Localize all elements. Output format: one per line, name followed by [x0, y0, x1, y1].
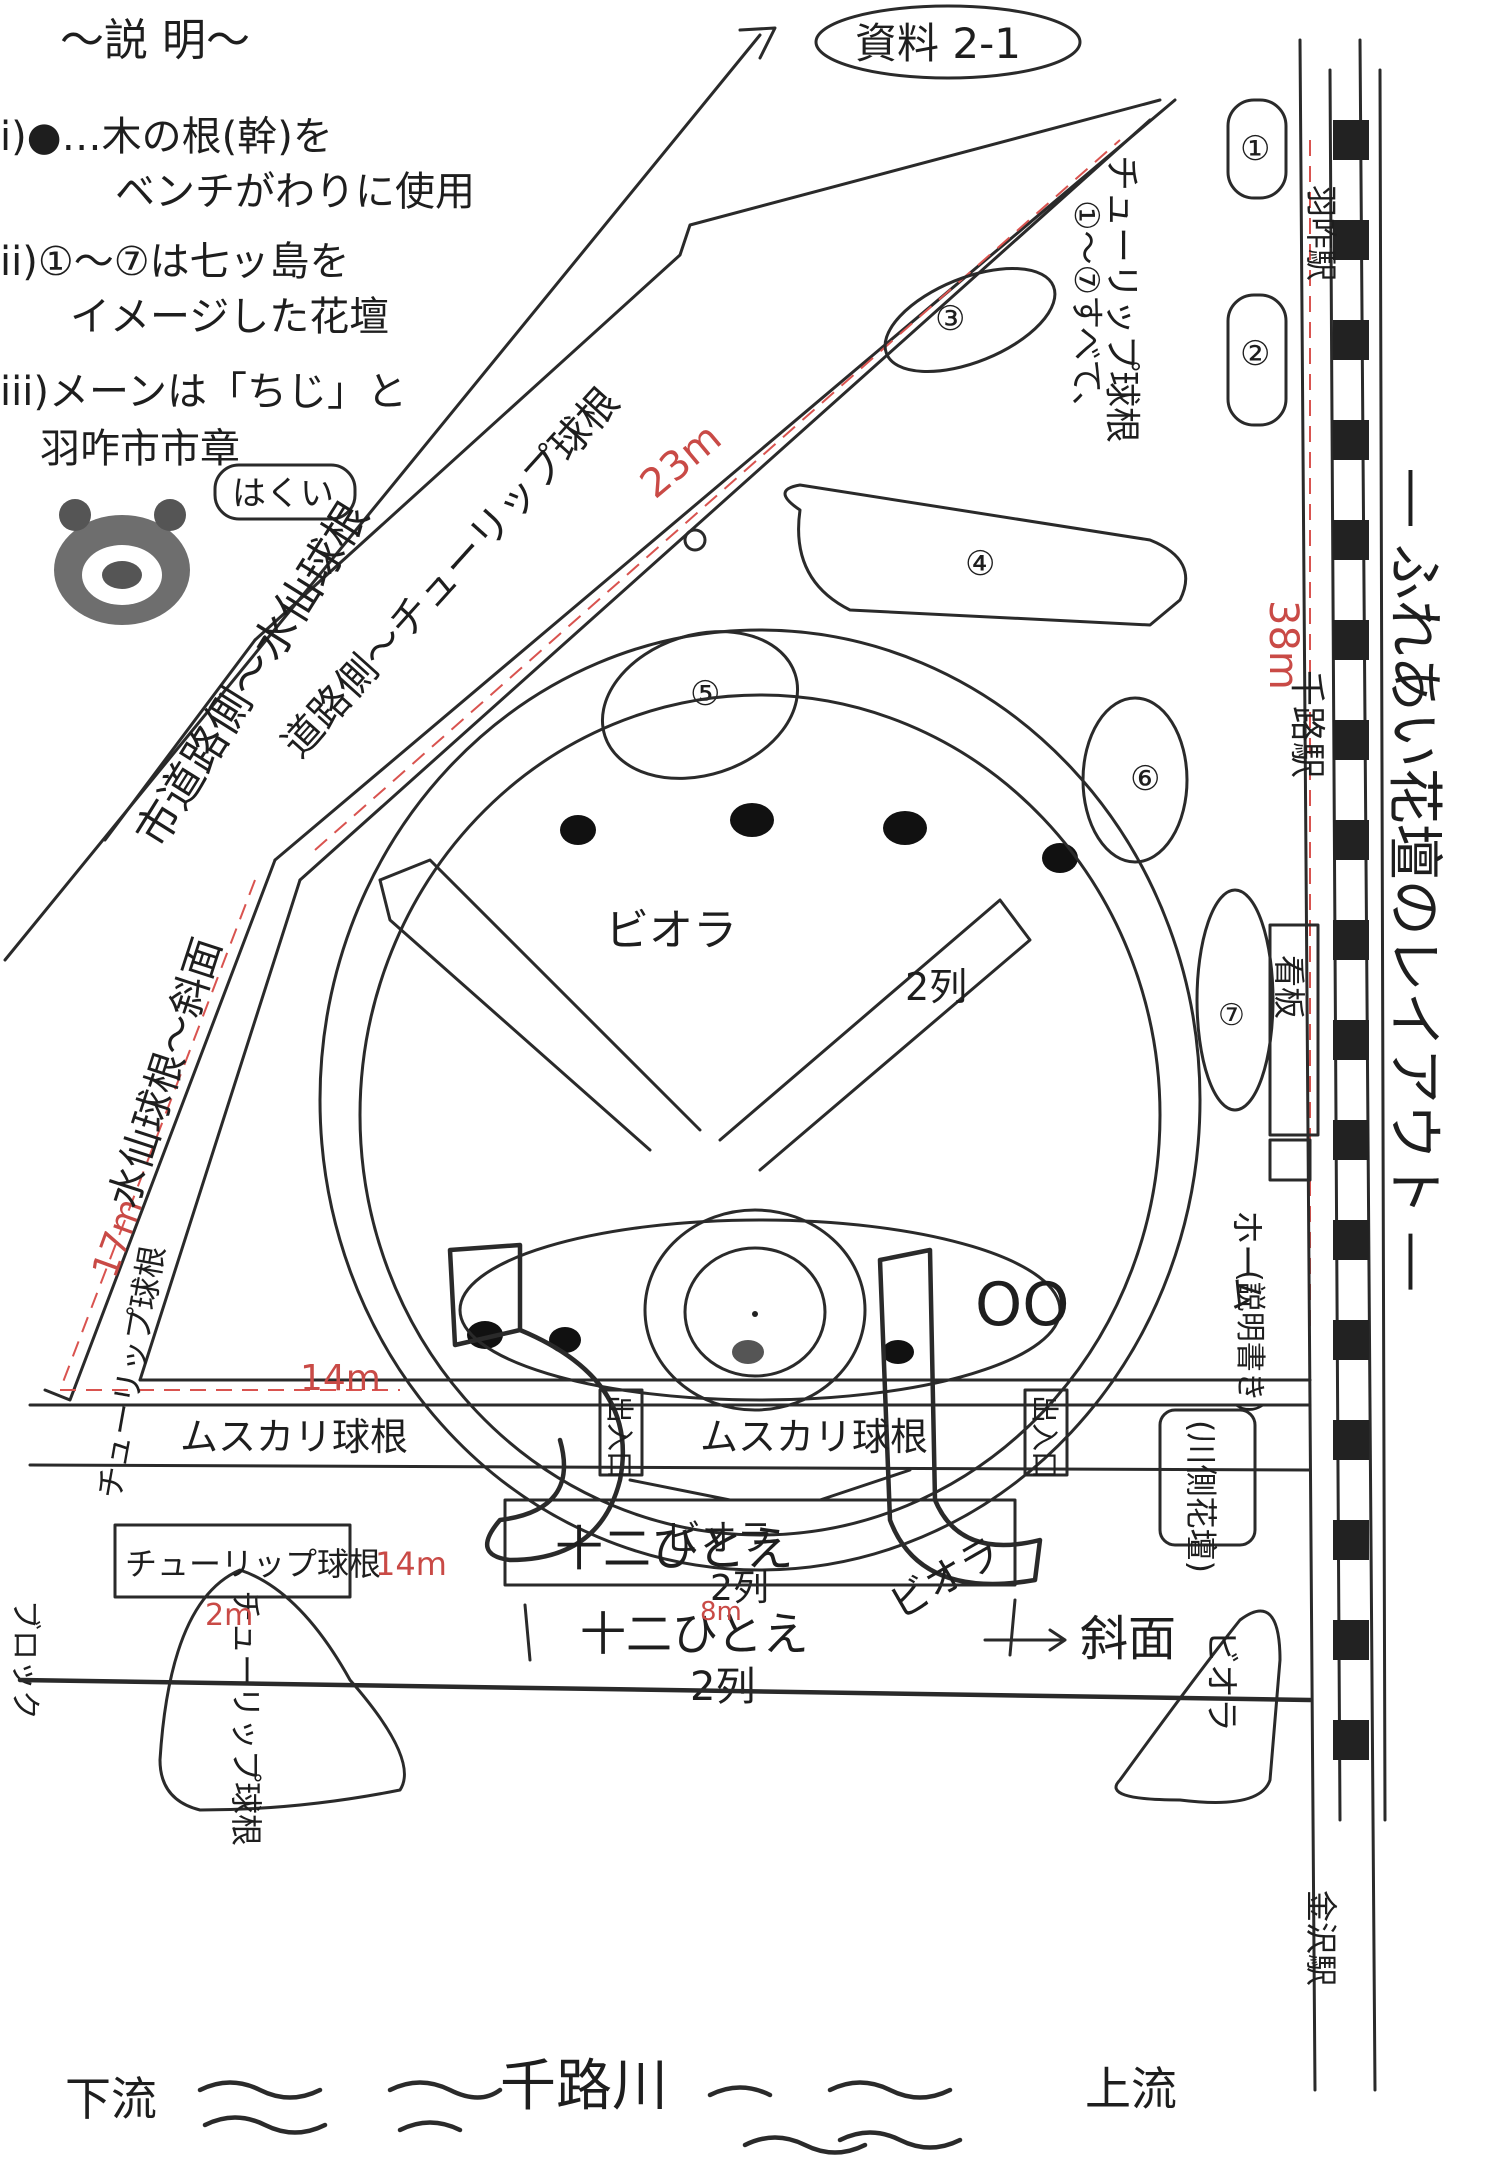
- viola-top: ビオラ: [605, 905, 737, 956]
- tulip-bulbs-box: [113, 1523, 352, 1599]
- svg-text:チューリップ球根: チューリップ球根: [227, 1590, 265, 1846]
- slope-boundary-top: [273, 98, 1177, 862]
- bank-line: [17, 1677, 1313, 1703]
- m14-label: 14m: [300, 1358, 381, 1399]
- viola-top-rows: 2列: [905, 965, 967, 1009]
- muscari-bed-1: ムスカリ球根: [180, 1415, 408, 1459]
- chiji-station: 千路駅: [1286, 670, 1327, 778]
- dakuten: OO: [975, 1270, 1069, 1340]
- entrance-2-box: [1023, 1388, 1069, 1477]
- svg-text:ビオラ: ビオラ: [1201, 1630, 1241, 1732]
- tulip-note-1: ①〜⑦すべて、: [1066, 200, 1106, 426]
- river-wave-icons: [197, 2080, 963, 2155]
- slope-inner-top: [298, 118, 1152, 882]
- bed-5: ⑤: [600, 630, 800, 780]
- note-ii: ii)①〜⑦は七ッ島を: [0, 239, 350, 285]
- juni-bed-1-box: [503, 1498, 1017, 1587]
- m2-label: 2m: [205, 1598, 253, 1633]
- right-corner-bed: ビオラ: [1114, 1609, 1282, 1804]
- tulip-bulbs-label: チューリップ球根: [125, 1545, 381, 1583]
- road-inner-line-2: [253, 98, 1162, 642]
- railway-ties: [1333, 120, 1369, 1760]
- arrow-left: [628, 1478, 732, 1502]
- hakui-box: [213, 463, 357, 521]
- block-label: ブロック: [7, 1600, 42, 1720]
- river-bed: (川側花壇): [1182, 1420, 1220, 1573]
- doc-label: 資料 2-1: [855, 19, 1021, 68]
- upstream-label: 上流: [1085, 2062, 1177, 2116]
- measure-23m-line: [314, 139, 1121, 851]
- road-inner-line-1: [103, 638, 257, 842]
- juni-bed-2-frame: [523, 1598, 1017, 1662]
- slope-inner-left: [138, 878, 302, 1382]
- bed-3: ③: [883, 266, 1057, 374]
- signboard-box: [1268, 923, 1320, 1137]
- note-i-cont: ベンチがわりに使用: [115, 169, 475, 215]
- left-corner-bed: チューリップ球根: [158, 1568, 406, 1846]
- city-emblem-icon: [54, 499, 190, 625]
- viola-mid-rows: 2列: [710, 1568, 769, 1609]
- river-label: 千路川: [500, 2054, 668, 2119]
- juni-bed-2: 十二ひとえ: [580, 1607, 809, 1661]
- note-iii: iii)メーンは「ちじ」と: [0, 369, 407, 415]
- bed-7: ⑦: [1195, 888, 1275, 1112]
- m38-label: 38m: [1260, 600, 1306, 690]
- arrow-head: [738, 26, 777, 60]
- hakui-station: 羽咋駅: [1302, 185, 1340, 281]
- entrance-1-box: [598, 1388, 644, 1477]
- bed-1: ①: [1226, 98, 1288, 200]
- root-bench-dots: [467, 803, 1078, 1364]
- tulip-note-2: チューリップ球根: [1101, 155, 1142, 443]
- viola-mid: ビオラ: [665, 1518, 773, 1559]
- svg-text:③: ③: [935, 299, 965, 339]
- bed-4: ④: [783, 483, 1188, 627]
- note-ii-cont: イメージした花壇: [70, 294, 389, 340]
- svg-text:①: ①: [1240, 129, 1270, 169]
- m23-label: 23m: [632, 415, 730, 508]
- kanazawa-station: 金沢駅: [1302, 1890, 1340, 1986]
- bed-6: ⑥: [1081, 696, 1189, 864]
- doc-label-box: [814, 4, 1082, 80]
- note-iii-cont: 羽咋市市章: [40, 426, 240, 472]
- svg-text:②: ②: [1240, 334, 1270, 374]
- city-emblem-bed: [318, 628, 1202, 1587]
- signboard-label: 看板: [1270, 955, 1308, 1019]
- svg-text:⑦: ⑦: [1218, 998, 1245, 1033]
- m8-label: 8m: [700, 1597, 742, 1627]
- m14b-label: 14m: [375, 1545, 447, 1583]
- bottom-line-2: [28, 1463, 1312, 1472]
- slope-label: 斜面: [1080, 1611, 1176, 1667]
- measure-17m-line: [59, 879, 256, 1391]
- svg-text:④: ④: [965, 544, 995, 584]
- note-i: i)●…木の根(幹)を: [0, 114, 333, 160]
- slope-boundary-left: [43, 858, 277, 1402]
- muscari-bed-2: ムスカリ球根: [700, 1415, 928, 1459]
- signboard-post: [1268, 1138, 1312, 1182]
- viola-bottom-rows: 2列: [690, 1664, 755, 1710]
- entrance-1: 出入口: [603, 1395, 636, 1479]
- downstream-label: 下流: [65, 2072, 157, 2126]
- juni-bed-1: 十二ひとえ: [555, 1521, 794, 1577]
- svg-text:⑤: ⑤: [690, 674, 720, 714]
- signboard-note: ホーム: [1226, 1210, 1266, 1311]
- bed-2: ②: [1226, 293, 1288, 427]
- slope-text-tulip: チューリップ球根: [90, 1243, 172, 1502]
- slope-text-3: 水仙球根～斜面: [101, 933, 231, 1214]
- entrance-2: 出入口: [1028, 1395, 1061, 1479]
- arrow-right: [818, 1468, 912, 1502]
- signboard-note-2: (説明書き): [1232, 1270, 1267, 1413]
- river-bed-box: [1158, 1408, 1257, 1547]
- svg-text:⑥: ⑥: [1130, 759, 1160, 799]
- layout-title: ― ふれあい花壇のレイアウト ―: [1381, 470, 1446, 1290]
- notes-header: 〜説 明〜: [60, 15, 250, 66]
- hakui-label: はくい: [232, 474, 334, 514]
- slope-arrow: [983, 1628, 1067, 1652]
- small-circle-marker: [683, 528, 707, 552]
